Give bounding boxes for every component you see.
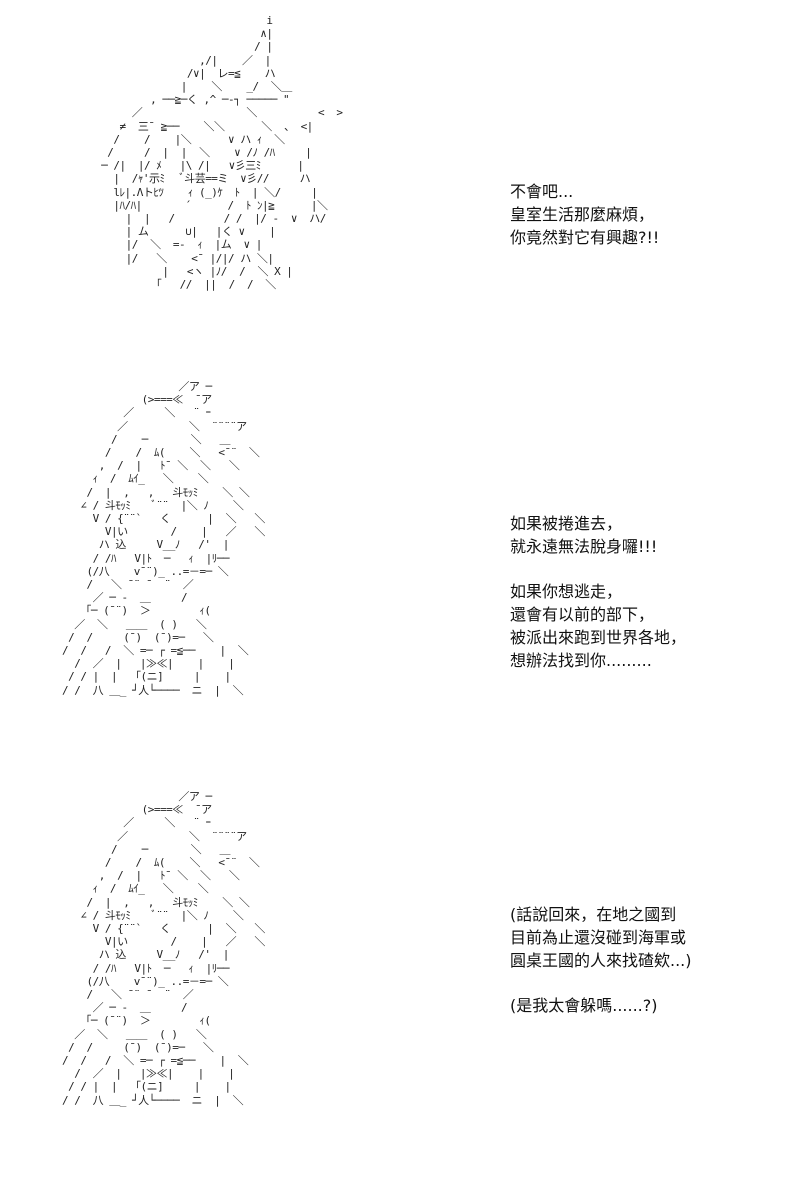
dialogue-line: 不會吧... — [510, 182, 574, 201]
dialogue-text-3: (話說回來，在地之國到 目前為止還沒碰到海軍或 圓桌王國的人來找碴欸...) (… — [510, 903, 770, 1017]
dialogue-text-2: 如果被捲進去， 就永遠無法脫身囉!!! 如果你想逃走， 還會有以前的部下， 被派… — [510, 512, 770, 672]
dialogue-line: 如果被捲進去， — [510, 514, 623, 533]
dialogue-line: 就永遠無法脫身囉!!! — [510, 537, 658, 556]
panel-1: i ∧| / | ,/| ／ | /∨| レ=≦ ハ | ＼ _/ ＼＿ , ─… — [0, 0, 800, 350]
dialogue-line: 圓桌王國的人來找碴欸...) — [510, 951, 692, 970]
dialogue-line: (話說回來，在地之國到 — [510, 905, 677, 924]
panel-3: ／ア ─ (>===≪ ¯ア ／ ＼ ¨ ｰ ／ ＼ ¨¨¨¨ア / ─ ＼ ＿… — [0, 785, 800, 1185]
dialogue-line: 想辦法找到你......... — [510, 651, 652, 670]
dialogue-line: 你竟然對它有興趣?!! — [510, 228, 660, 247]
dialogue-line: (是我太會躲嗎......?) — [510, 996, 658, 1015]
ascii-art-character-2: ／ア ─ (>===≪ ¯ア ／ ＼ ¨ ｰ ／ ＼ ¨¨¨¨ア / ─ ＼ ＿… — [62, 380, 265, 697]
ascii-art-character-1: i ∧| / | ,/| ／ | /∨| レ=≦ ハ | ＼ _/ ＼＿ , ─… — [101, 14, 343, 292]
ascii-art-character-3: ／ア ─ (>===≪ ¯ア ／ ＼ ¨ ｰ ／ ＼ ¨¨¨¨ア / ─ ＼ ＿… — [62, 790, 265, 1107]
dialogue-line: 被派出來跑到世界各地， — [510, 628, 687, 647]
dialogue-line: 還會有以前的部下， — [510, 605, 655, 624]
dialogue-line: 皇室生活那麼麻煩， — [510, 205, 655, 224]
dialogue-line: 目前為止還沒碰到海軍或 — [510, 928, 687, 947]
panel-2: ／ア ─ (>===≪ ¯ア ／ ＼ ¨ ｰ ／ ＼ ¨¨¨¨ア / ─ ＼ ＿… — [0, 370, 800, 770]
dialogue-text-1: 不會吧... 皇室生活那麼麻煩， 你竟然對它有興趣?!! — [510, 180, 770, 249]
dialogue-line: 如果你想逃走， — [510, 582, 623, 601]
